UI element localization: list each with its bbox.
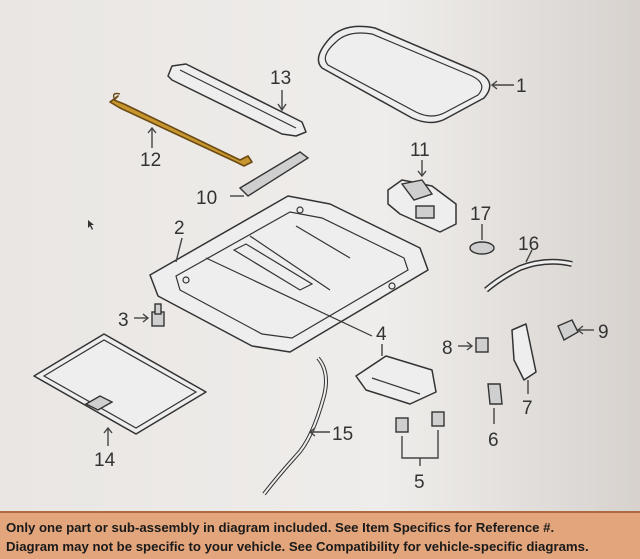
callout-5: 5 xyxy=(414,472,425,493)
callout-4: 4 xyxy=(376,324,387,345)
part-16-cable xyxy=(484,249,573,293)
callout-12: 12 xyxy=(140,150,161,171)
part-10-strip xyxy=(230,151,310,197)
callout-15: 15 xyxy=(332,424,353,445)
callout-10: 10 xyxy=(196,188,217,209)
callout-9: 9 xyxy=(598,322,609,343)
part-7-bracket xyxy=(511,323,537,394)
part-9-clip xyxy=(557,319,594,341)
callout-14: 14 xyxy=(94,450,116,471)
part-12-seal-highlighted xyxy=(109,92,253,167)
callout-7: 7 xyxy=(522,398,533,419)
part-3-bolt xyxy=(134,303,165,327)
part-13-front-rail xyxy=(167,63,307,137)
callout-6: 6 xyxy=(488,430,499,451)
callout-13: 13 xyxy=(270,68,291,89)
disclaimer-line-2: Diagram may not be specific to your vehi… xyxy=(6,539,589,554)
part-8-clip xyxy=(458,337,489,353)
part-14-sunshade xyxy=(33,333,207,446)
disclaimer-line-1: Only one part or sub-assembly in diagram… xyxy=(6,520,555,535)
callout-17: 17 xyxy=(470,204,491,225)
part-6-clip xyxy=(487,383,503,424)
parts-diagram-drawing: 1 2 3 4 5 6 7 8 9 10 11 12 13 14 15 16 1… xyxy=(0,0,640,511)
callout-8: 8 xyxy=(442,338,453,359)
callout-16: 16 xyxy=(518,234,539,255)
part-4-bracket xyxy=(355,344,437,405)
part-11-motor xyxy=(387,160,457,233)
disclaimer-banner: Only one part or sub-assembly in diagram… xyxy=(0,511,640,559)
callout-11: 11 xyxy=(410,140,430,161)
callout-3: 3 xyxy=(118,310,129,331)
part-17-grommet xyxy=(469,224,495,255)
callout-1: 1 xyxy=(516,76,527,97)
part-2-frame xyxy=(149,195,429,353)
cursor-icon xyxy=(88,220,94,230)
callout-2: 2 xyxy=(174,218,185,239)
part-5-screws xyxy=(395,411,445,466)
part-15-drain-hose xyxy=(262,356,330,496)
part-1-glass-panel xyxy=(317,25,514,124)
